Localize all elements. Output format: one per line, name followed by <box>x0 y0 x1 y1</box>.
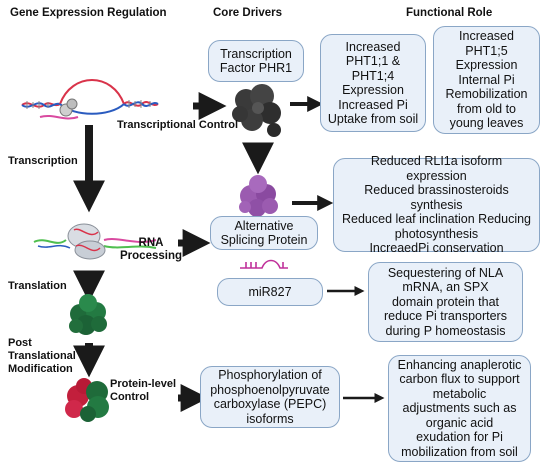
header-functional-role: Functional Role <box>406 7 493 19</box>
role-nla-box: Sequestering of NLA mRNA, an SPX domain … <box>368 262 523 342</box>
role-nla-line-5: during P homeostasis <box>385 323 506 338</box>
role-rli1a-box: Reduced RLI1a isoform expression Reduced… <box>333 154 540 255</box>
role-pht1-uptake-line-5: Increased Pi <box>338 97 408 112</box>
dna-icon <box>21 79 159 120</box>
stage-post-line-2: Translational <box>8 350 76 362</box>
role-pht1-remob-line-7: young leaves <box>449 116 524 131</box>
role-rli1a-line-4: Reduced leaf inclination Reducing <box>341 212 531 227</box>
role-anaplerotic-line-3: metabolic <box>432 386 487 401</box>
role-anaplerotic-line-6: exudation for Pi <box>416 430 503 445</box>
rna-processing-label: RNA Processing <box>120 237 182 263</box>
phr1-protein-icon <box>232 84 281 137</box>
driver-mir827-box: miR827 <box>217 278 323 306</box>
ribosome-mrna-icon <box>33 223 157 260</box>
vertical-arrows <box>73 125 274 378</box>
driver-pepc-line-2: phosphoenolpyruvate <box>210 382 330 397</box>
role-anaplerotic-line-1: Enhancing anaplerotic <box>397 357 522 372</box>
phosphorylated-protein-icon <box>65 378 109 422</box>
driver-splicing-line-2: Splicing Protein <box>220 233 308 247</box>
driver-pepc-line-1: Phosphorylation of <box>218 368 322 382</box>
rna-processing-line-2: Processing <box>120 250 182 262</box>
role-rli1a-line-1: Reduced RLI1a isoform expression <box>370 154 503 183</box>
role-pht1-remob-line-6: from old to <box>456 101 517 116</box>
role-pht1-uptake-line-6: Uptake from soil <box>327 112 419 126</box>
driver-mir827-label: miR827 <box>248 284 292 299</box>
rna-processing-line-1: RNA <box>138 237 164 249</box>
stage-post-translational: Post Translational Modification <box>8 337 76 376</box>
folded-protein-icon <box>69 294 107 335</box>
transcriptional-control-label: Transcriptional Control <box>117 119 239 131</box>
role-anaplerotic-box: Enhancing anaplerotic carbon flux to sup… <box>388 355 531 462</box>
header-core-drivers: Core Drivers <box>213 7 283 19</box>
protein-level-line-2: Control <box>110 391 150 403</box>
role-pht1-remob-line-5: Remobilization <box>445 87 528 102</box>
protein-level-line-1: Protein-level <box>110 378 177 390</box>
stage-translation: Translation <box>8 280 67 292</box>
role-pht1-remob-line-4: Internal Pi <box>458 72 515 87</box>
role-pht1-uptake-box: Increased PHT1;1 & PHT1;4 Expression Inc… <box>320 34 426 132</box>
stage-post-line-3: Modification <box>8 363 73 375</box>
role-pht1-uptake-line-1: Increased <box>345 39 401 54</box>
driver-phr1-box: Transcription Factor PHR1 <box>208 40 304 82</box>
driver-pepc-box: Phosphorylation of phosphoenolpyruvate c… <box>200 366 340 428</box>
driver-phr1-line-1: Transcription <box>220 46 292 61</box>
role-nla-line-2: mRNA, an SPX <box>402 280 489 295</box>
header-gene-expression-regulation: Gene Expression Regulation <box>10 7 167 19</box>
driver-pepc-line-3: carboxylase (PEPC) <box>213 397 327 411</box>
role-pht1-remob-line-1: Increased <box>459 29 514 44</box>
role-nla-line-3: domain protein that <box>391 294 499 309</box>
driver-phr1-line-2: Factor PHR1 <box>219 61 293 75</box>
stage-post-line-1: Post <box>8 337 32 349</box>
role-pht1-remob-line-2: PHT1;5 <box>465 43 508 58</box>
role-rli1a-line-5: photosynthesis <box>394 226 479 241</box>
role-nla-line-1: Sequestering of NLA <box>387 265 504 280</box>
role-anaplerotic-line-5: organic acid <box>425 415 494 430</box>
horizontal-arrows <box>178 92 385 412</box>
driver-splicing-box: Alternative Splicing Protein <box>210 216 318 250</box>
driver-splicing-line-1: Alternative <box>234 218 294 233</box>
role-pht1-uptake-line-3: PHT1;4 <box>351 68 395 83</box>
role-pht1-uptake-line-2: PHT1;1 & <box>345 54 401 68</box>
role-rli1a-line-3: synthesis <box>410 197 463 212</box>
splicing-protein-icon <box>239 175 278 217</box>
role-pht1-uptake-line-4: Expression <box>342 83 404 97</box>
stage-transcription: Transcription <box>8 155 78 167</box>
role-rli1a-line-2: Reduced brassinosteroids <box>364 183 509 198</box>
role-anaplerotic-line-7: mobilization from soil <box>401 444 518 459</box>
role-rli1a-line-6: IncreaedPi conservation <box>369 241 504 256</box>
protein-level-control-label: Protein-level Control <box>110 378 176 404</box>
role-anaplerotic-line-4: adjustments such as <box>402 401 517 416</box>
role-pht1-remobilization-box: Increased PHT1;5 Expression Internal Pi … <box>433 26 540 134</box>
driver-pepc-line-4: isoforms <box>246 411 294 426</box>
mirna-icon <box>240 259 288 269</box>
role-anaplerotic-line-2: carbon flux to support <box>399 372 520 387</box>
role-nla-line-4: reduce Pi transporters <box>384 309 507 324</box>
role-pht1-remob-line-3: Expression <box>455 58 518 73</box>
